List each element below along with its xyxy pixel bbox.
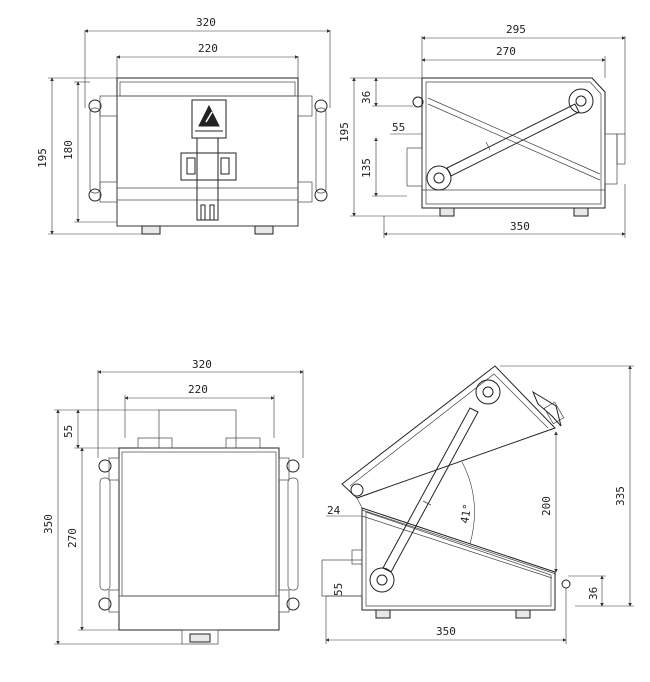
dim-350-open: 350 [436,625,456,638]
dim-335-open: 335 [614,486,627,506]
angle-41: 41° [458,503,474,525]
dim-200-open: 200 [540,496,553,516]
dim-55-side: 55 [392,121,405,134]
dim-24-open: 24 [327,504,341,517]
dim-320-top: 320 [192,358,212,371]
dim-270-side: 270 [496,45,516,58]
dim-180-front: 180 [62,140,75,160]
dim-270-top: 270 [66,528,79,548]
dim-55-top: 55 [62,425,75,438]
dim-295-side: 295 [506,23,526,36]
dim-350-side: 350 [510,220,530,233]
dim-220-top: 220 [188,383,208,396]
dim-350-top: 350 [42,514,55,534]
dim-135-side: 135 [360,158,373,178]
top-open-view: 320 220 55 350 270 [42,358,304,645]
dim-55-open: 55 [332,583,345,596]
dim-36-side: 36 [360,91,373,104]
dim-220-front: 220 [198,42,218,55]
dim-195-front: 195 [36,148,49,168]
dim-320-front: 320 [196,16,216,29]
front-closed-view: 320 220 195 180 [36,16,331,235]
side-open-view: 41° 24 55 200 335 36 350 [321,365,634,644]
side-closed-view: 295 270 195 36 55 135 350 [338,23,626,238]
dim-36-open: 36 [587,587,600,600]
dim-195-side: 195 [338,122,351,142]
